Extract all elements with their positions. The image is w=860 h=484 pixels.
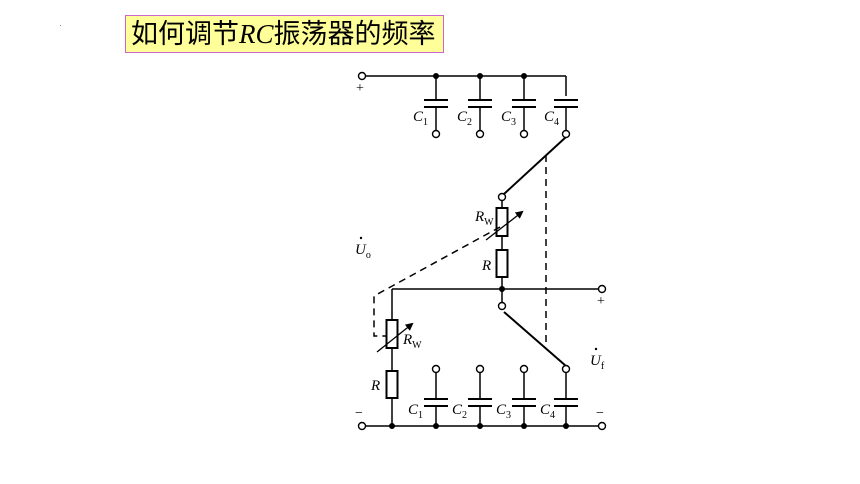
title-prefix: 如何调节 (131, 19, 239, 50)
bottom-c4-contact (561, 364, 571, 374)
bottom-c1-contact (431, 364, 441, 374)
top-c1-label: C1 (413, 109, 428, 128)
junction-dot (433, 73, 439, 79)
output-voltage-label: Uo (355, 236, 371, 261)
bottom-cap-c2 (468, 373, 492, 426)
top-switch-pivot (497, 192, 507, 202)
top-c2-contact (475, 129, 485, 139)
feedback-voltage-dot (594, 347, 598, 351)
svg-text:Uo: Uo (355, 242, 371, 261)
junction-dot (521, 423, 527, 429)
bottom-cap-c3 (512, 373, 536, 426)
upper-rw-body (495, 207, 509, 237)
top-plus-sign: + (356, 81, 364, 96)
bottom-cap-c4 (554, 373, 578, 426)
upper-r-label: R (481, 258, 491, 274)
title-suffix: 振荡器的频率 (273, 19, 436, 50)
lower-rw-label: RW (402, 332, 422, 351)
top-c2-label: C2 (457, 109, 472, 128)
top-c4-contact (561, 129, 571, 139)
top-c3-label: C3 (501, 109, 516, 128)
top-cap-c2 (468, 76, 492, 130)
feedback-voltage-label: Uf (590, 347, 605, 372)
svg-text:Uf: Uf (590, 353, 605, 372)
junction-dot (521, 73, 527, 79)
junction-dots (389, 73, 569, 429)
top-cap-c1 (424, 76, 448, 130)
bottom-c4-label: C4 (540, 402, 555, 421)
junction-dot (499, 286, 505, 292)
bottom-c3-label: C3 (496, 402, 511, 421)
right-plus-terminal[interactable] (597, 284, 607, 294)
output-voltage-dot (359, 236, 363, 240)
bottom-left-minus-sign: − (355, 406, 363, 421)
bottom-c2-label: C2 (452, 402, 467, 421)
top-cap-c3 (512, 76, 536, 130)
bottom-c1-label: C1 (408, 402, 423, 421)
stray-dot (60, 25, 61, 26)
bottom-left-minus-terminal[interactable] (357, 421, 367, 431)
junction-dot (389, 423, 395, 429)
top-c3-contact (519, 129, 529, 139)
upper-rw-label: RW (474, 209, 494, 228)
top-selector-switch-arm[interactable] (503, 136, 567, 195)
top-cap-c4 (554, 99, 578, 130)
upper-r-body (495, 249, 509, 278)
bottom-right-minus-sign: − (596, 406, 604, 421)
title-rc: RC (239, 19, 274, 49)
slide-title: 如何调节RC振荡器的频率 (125, 15, 444, 53)
junction-dot (477, 423, 483, 429)
bottom-switch-pivot (497, 301, 507, 311)
bottom-c2-contact (475, 364, 485, 374)
right-plus-sign: + (597, 294, 605, 309)
junction-dot (477, 73, 483, 79)
bottom-c3-contact (519, 364, 529, 374)
top-c4-label: C4 (544, 109, 559, 128)
upper-rw-adjust-arrow[interactable] (485, 210, 524, 241)
junction-dot (563, 423, 569, 429)
junction-dot (433, 423, 439, 429)
lower-r-label: R (370, 378, 380, 394)
lower-r-body (385, 370, 399, 399)
top-plus-terminal[interactable] (357, 71, 367, 81)
lower-rw-adjust-arrow[interactable] (376, 322, 414, 353)
top-c1-contact (431, 129, 441, 139)
bottom-selector-switch-arm[interactable] (503, 311, 567, 367)
bottom-cap-c1 (424, 373, 448, 426)
bottom-right-minus-terminal[interactable] (597, 421, 607, 431)
